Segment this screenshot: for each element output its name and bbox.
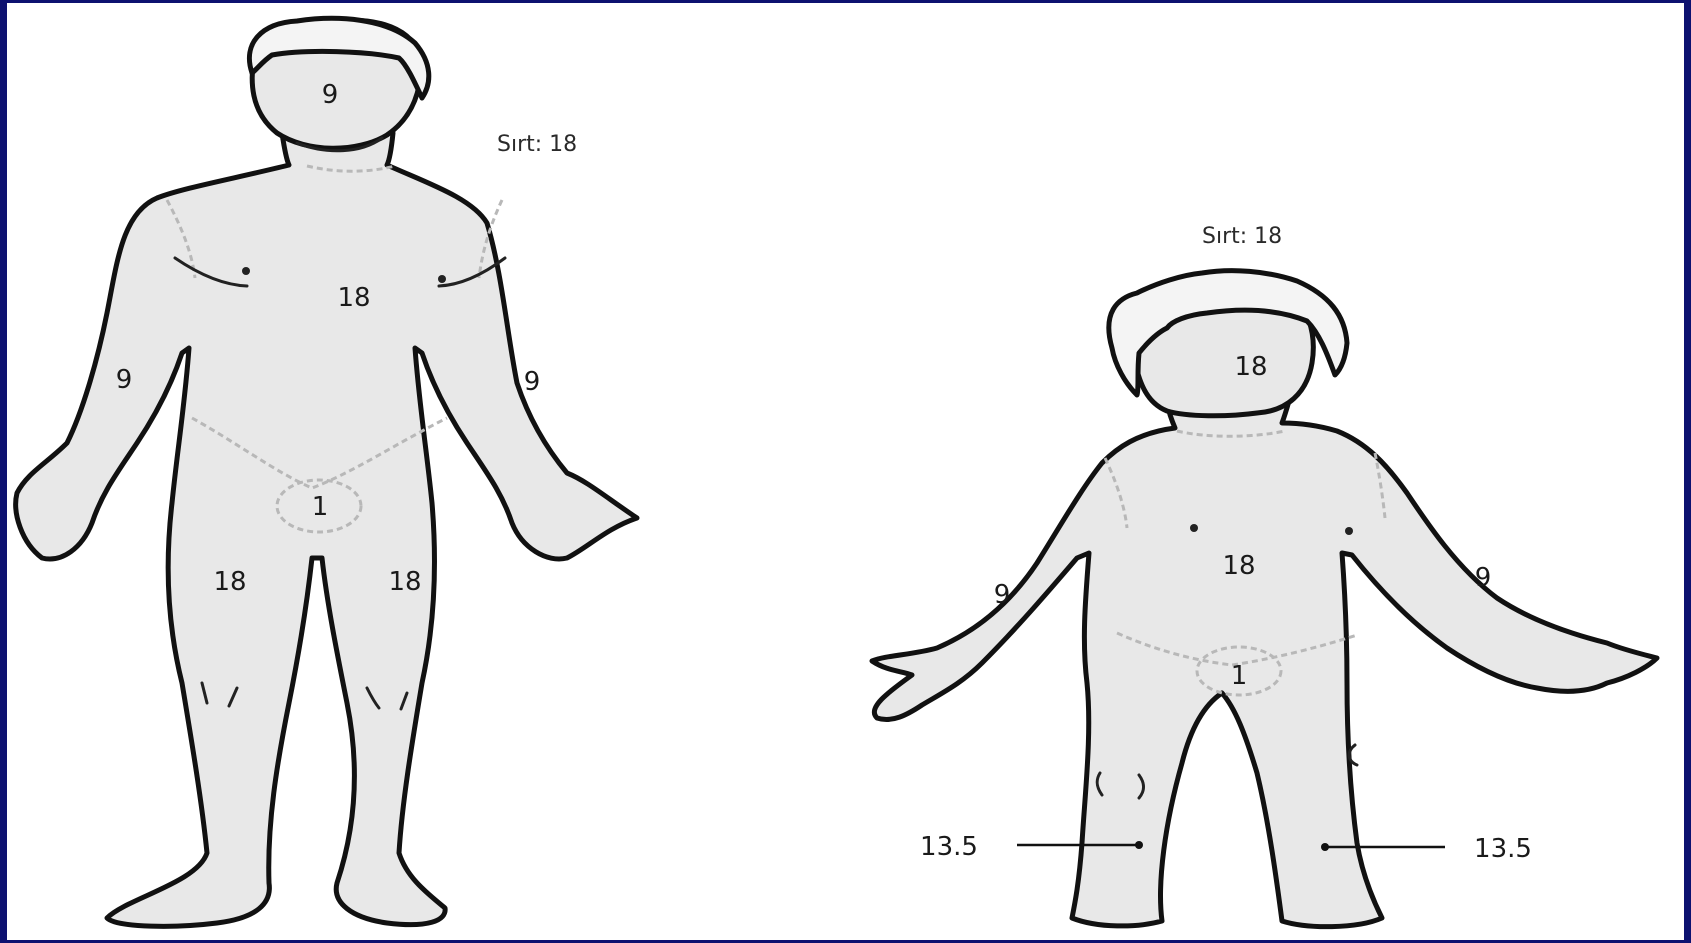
adult-figure: Sırt: 18 9 18 9 9 1 18 18	[16, 18, 637, 926]
child-back-label: Sırt: 18	[1202, 224, 1282, 249]
child-head-pct: 18	[1234, 352, 1267, 382]
child-left-arm-pct: 9	[994, 580, 1011, 610]
adult-body-outline	[16, 133, 637, 926]
child-right-arm-pct: 9	[1475, 563, 1492, 593]
child-nipple-left	[1190, 524, 1198, 532]
child-body-outline	[872, 401, 1657, 927]
child-trunk-pct: 18	[1222, 551, 1255, 581]
adult-nipple-right	[438, 275, 446, 283]
burn-percentage-diagram: Sırt: 18 9 18 9 9 1 18 18 Sırt: 18 18	[7, 3, 1684, 940]
child-figure: Sırt: 18 18 18 9 9 1 13.5 13.5	[872, 224, 1657, 927]
adult-trunk-pct: 18	[337, 283, 370, 313]
adult-back-label: Sırt: 18	[497, 132, 577, 157]
adult-genital-pct: 1	[312, 492, 329, 522]
adult-left-arm-pct: 9	[116, 365, 133, 395]
child-right-leg-leader-dot	[1321, 843, 1329, 851]
child-left-leg-leader-dot	[1135, 841, 1143, 849]
child-nipple-right	[1345, 527, 1353, 535]
child-genital-pct: 1	[1231, 661, 1248, 691]
adult-right-arm-pct: 9	[524, 367, 541, 397]
adult-right-leg-pct: 18	[388, 567, 421, 597]
child-knee-right	[1349, 745, 1357, 765]
child-right-leg-pct: 13.5	[1474, 834, 1532, 864]
adult-left-leg-pct: 18	[213, 567, 246, 597]
child-left-leg-pct: 13.5	[920, 832, 978, 862]
adult-nipple-left	[242, 267, 250, 275]
diagram-canvas: Sırt: 18 9 18 9 9 1 18 18 Sırt: 18 18	[7, 3, 1684, 940]
adult-head-pct: 9	[322, 80, 339, 110]
